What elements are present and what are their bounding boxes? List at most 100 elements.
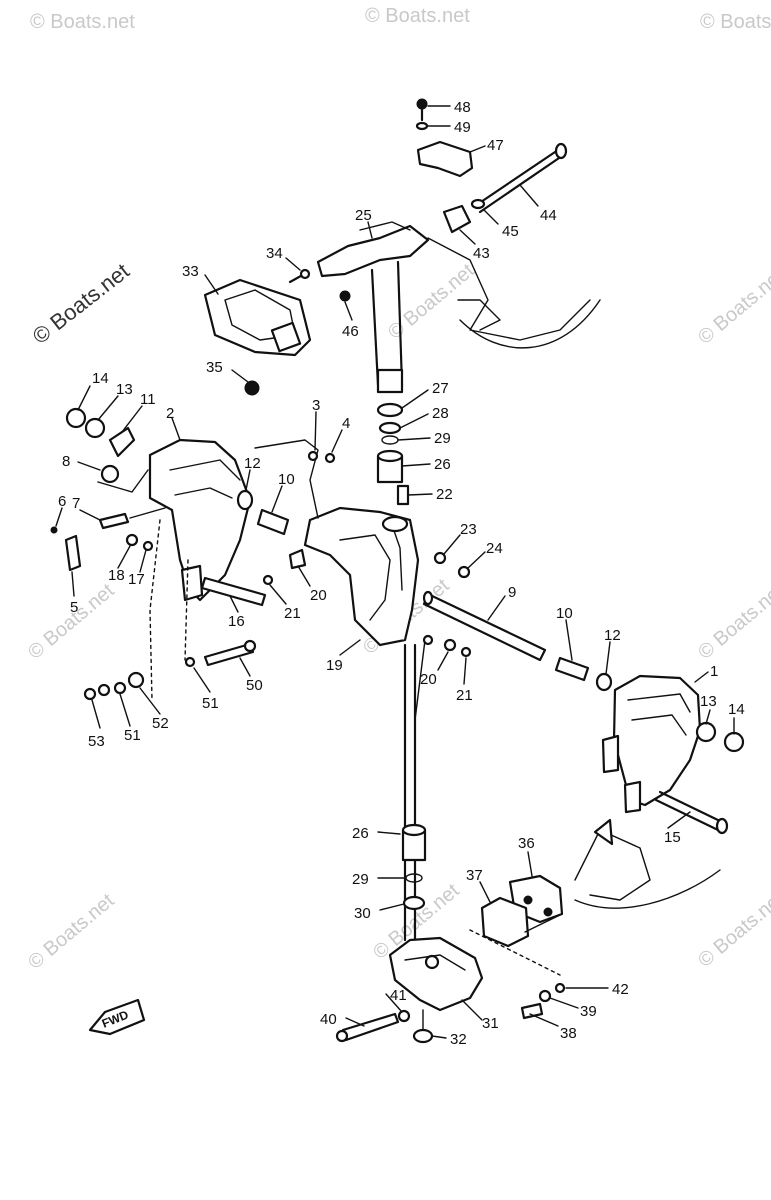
part-18-nut <box>125 533 139 547</box>
part-15-bolt <box>658 790 724 824</box>
callout-13: 13 <box>116 381 133 398</box>
part-13-nut-right <box>695 721 717 743</box>
callout-51-lower: 51 <box>124 727 141 744</box>
part-29-o-ring-lower <box>405 873 423 883</box>
part-5-tilt-pin <box>64 534 82 572</box>
callout-11: 11 <box>140 391 156 408</box>
part-52-washer <box>127 671 145 689</box>
part-38-bolt <box>520 1002 544 1020</box>
fwd-arrow-icon <box>88 998 146 1036</box>
part-21-nut-right <box>460 646 472 658</box>
part-21-nut <box>262 574 274 586</box>
watermark-text: © Boats.net <box>24 889 119 973</box>
part-29-o-ring <box>381 435 399 445</box>
part-3-wire <box>307 450 319 462</box>
part-7-pin <box>98 512 130 530</box>
part-17-washer <box>142 540 154 552</box>
callout-17: 17 <box>128 571 145 588</box>
callout-9: 9 <box>508 584 516 601</box>
callout-19: 19 <box>326 657 343 674</box>
part-46-nut <box>339 290 351 302</box>
callout-20: 20 <box>310 587 327 604</box>
part-6-clip <box>50 526 58 534</box>
part-44-bolt <box>473 148 560 208</box>
part-37-bracket <box>480 896 530 948</box>
callout-26-lower: 26 <box>352 825 369 842</box>
callout-46: 46 <box>342 323 359 340</box>
part-12-washer-right <box>595 672 613 692</box>
callout-14: 14 <box>92 370 109 387</box>
watermark-text: © Boats.net <box>30 11 135 33</box>
steering-column <box>401 634 434 942</box>
callout-13-right: 13 <box>700 693 717 710</box>
part-14-cap <box>65 407 87 429</box>
part-39-washer <box>538 989 552 1003</box>
part-35-knob <box>244 380 260 396</box>
tilt-tube-group <box>422 551 613 692</box>
callout-48: 48 <box>454 99 471 116</box>
callout-12: 12 <box>244 455 261 472</box>
callout-45: 45 <box>502 223 519 240</box>
callout-50: 50 <box>246 677 263 694</box>
watermark-text: © Boats.net <box>24 579 119 663</box>
callout-3: 3 <box>312 397 320 414</box>
callout-10: 10 <box>278 471 295 488</box>
part-24-bolt <box>457 565 471 579</box>
shaft-stack <box>376 402 410 506</box>
callout-40: 40 <box>320 1011 337 1028</box>
callout-14-right: 14 <box>728 701 745 718</box>
part-22-pin <box>396 484 410 506</box>
part-28-ring <box>378 421 402 435</box>
part-27-washer <box>376 402 404 418</box>
callout-21: 21 <box>284 605 301 622</box>
part-10-bushing-right <box>554 656 590 682</box>
clamp-bracket-right <box>601 674 745 835</box>
callout-47: 47 <box>487 137 504 154</box>
callout-35: 35 <box>206 359 223 376</box>
part-10-bushing <box>256 508 290 536</box>
callout-22: 22 <box>436 486 453 503</box>
part-9-tilt-tube <box>422 592 547 662</box>
part-40-bolt <box>341 1012 400 1042</box>
callout-6: 6 <box>58 493 66 510</box>
callout-26: 26 <box>434 456 451 473</box>
callout-29: 29 <box>434 430 451 447</box>
part-20-clip <box>288 548 307 570</box>
callout-1: 1 <box>710 663 718 680</box>
part-1-clamp-bracket <box>612 674 702 807</box>
callout-49: 49 <box>454 119 471 136</box>
part-51-nut <box>184 656 196 668</box>
part-32-washer <box>412 1028 434 1044</box>
watermark-text: © Boats.net <box>694 887 771 971</box>
part-23-nut <box>433 551 447 565</box>
callout-36: 36 <box>518 835 535 852</box>
callout-12-right: 12 <box>604 627 621 644</box>
callout-10-right: 10 <box>556 605 573 622</box>
callout-44: 44 <box>540 207 557 224</box>
callout-43: 43 <box>473 245 490 262</box>
clamp-bracket-left <box>50 407 336 701</box>
part-4-screw <box>324 452 336 464</box>
part-13-nut <box>84 417 106 439</box>
swivel-bracket-19 <box>303 506 420 647</box>
callout-51: 51 <box>202 695 219 712</box>
callout-38: 38 <box>560 1025 577 1042</box>
watermark-text: © Boats.net <box>28 258 134 349</box>
callout-30: 30 <box>354 905 371 922</box>
callout-32: 32 <box>450 1031 467 1048</box>
part-shaft-spline <box>376 368 404 394</box>
part-50-bolt <box>203 642 255 667</box>
callout-53: 53 <box>88 733 105 750</box>
part-45-washer <box>470 198 486 210</box>
callout-leaders <box>55 105 735 1039</box>
part-34-stud <box>299 268 311 280</box>
callout-42: 42 <box>612 981 629 998</box>
callout-28: 28 <box>432 405 449 422</box>
callout-21-right: 21 <box>456 687 473 704</box>
part-30-washer <box>402 895 426 911</box>
lower-assembly <box>335 818 721 1044</box>
callout-23: 23 <box>460 521 477 538</box>
callout-20-right: 20 <box>420 671 437 688</box>
part-53-nut <box>83 687 97 701</box>
